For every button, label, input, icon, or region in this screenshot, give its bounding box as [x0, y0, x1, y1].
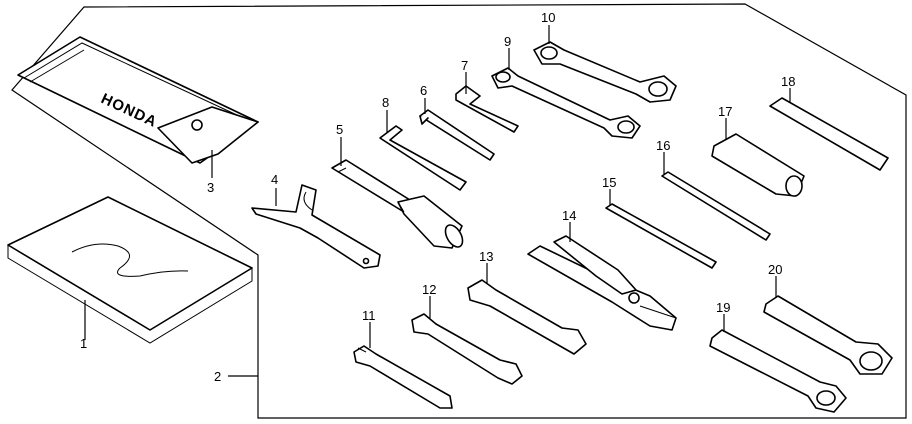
part-label-16: 16	[656, 138, 670, 153]
screwdriver-handle	[711, 133, 805, 197]
open-spanner-13	[467, 279, 587, 355]
part-label-20: 20	[768, 262, 782, 277]
extension-bar	[769, 97, 889, 171]
hex-key-8	[379, 125, 467, 191]
part-label-14: 14	[562, 208, 576, 223]
part-label-17: 17	[718, 104, 732, 119]
screwdriver-blade-15	[605, 203, 717, 269]
part-label-2: 2	[214, 369, 221, 384]
box-spanner-20	[763, 295, 893, 375]
box-spanner-19	[709, 329, 847, 413]
part-label-13: 13	[479, 249, 493, 264]
part-label-19: 19	[716, 300, 730, 315]
hex-key-6	[419, 109, 495, 161]
part-label-1: 1	[80, 336, 87, 351]
open-spanner-12	[411, 313, 523, 385]
hex-key-7	[455, 85, 519, 133]
part-label-18: 18	[781, 74, 795, 89]
part-label-15: 15	[602, 175, 616, 190]
part-label-6: 6	[420, 83, 427, 98]
pliers	[527, 235, 677, 331]
tool-bag: HONDA	[17, 36, 259, 164]
part-label-9: 9	[504, 34, 511, 49]
owners-manual	[7, 196, 253, 344]
part-label-7: 7	[461, 58, 468, 73]
pin-spanner	[251, 184, 381, 269]
screwdriver-blade-16	[661, 171, 771, 241]
part-label-12: 12	[422, 282, 436, 297]
ring-spanner-10	[533, 41, 677, 103]
part-label-3: 3	[207, 180, 214, 195]
part-label-5: 5	[336, 122, 343, 137]
ring-spanner-9	[491, 67, 641, 139]
part-label-4: 4	[271, 172, 278, 187]
leader-lines	[84, 25, 791, 377]
part-label-11: 11	[362, 308, 376, 323]
part-label-8: 8	[382, 95, 389, 110]
part-label-10: 10	[541, 10, 555, 25]
open-spanner-11	[353, 345, 453, 409]
